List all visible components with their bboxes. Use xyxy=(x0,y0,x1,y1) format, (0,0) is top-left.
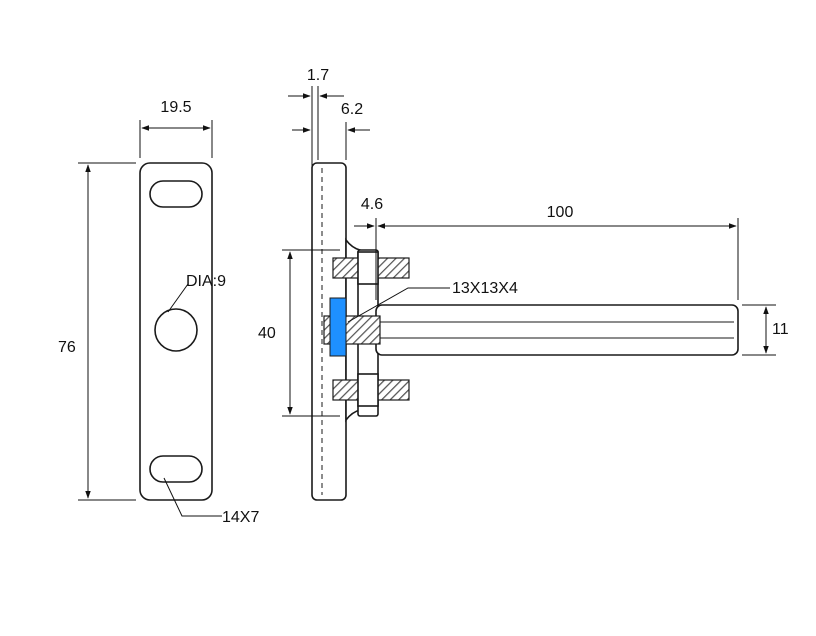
dim-hole-dia: DIA:9 xyxy=(167,273,226,313)
label-plate-thickness: 1.7 xyxy=(307,67,329,84)
label-hole-spacing: 40 xyxy=(258,325,276,342)
dim-plate-width: 19.5 xyxy=(139,99,213,158)
highlighted-nut xyxy=(329,297,347,357)
dim-slot-size: 14X7 xyxy=(163,477,259,526)
dim-flange-depth: 6.2 xyxy=(292,101,370,160)
label-rod-length: 100 xyxy=(547,204,574,221)
label-plate-width: 19.5 xyxy=(160,99,191,116)
label-flange-depth: 6.2 xyxy=(341,101,363,118)
front-view-plate xyxy=(139,162,213,501)
rod xyxy=(375,304,739,356)
dim-plate-height: 76 xyxy=(58,162,136,501)
dim-rod-length: 4.6 100 xyxy=(354,196,739,300)
bottom-slot xyxy=(149,455,203,483)
top-slot xyxy=(149,180,203,208)
label-rod-dia: 11 xyxy=(772,321,789,338)
label-hole-dia: DIA:9 xyxy=(186,273,226,290)
label-nut-size: 13X13X4 xyxy=(452,280,518,297)
dim-rod-dia: 11 xyxy=(742,304,789,356)
side-view-bracket xyxy=(311,140,739,501)
center-hole xyxy=(154,308,198,352)
label-plate-height: 76 xyxy=(58,339,76,356)
dim-plate-thickness: 1.7 xyxy=(288,67,344,160)
dim-nut-size: 13X13X4 xyxy=(347,280,518,323)
dim-hole-spacing: 40 xyxy=(258,249,340,417)
label-slot-size: 14X7 xyxy=(222,509,259,526)
label-offset: 4.6 xyxy=(361,196,383,213)
